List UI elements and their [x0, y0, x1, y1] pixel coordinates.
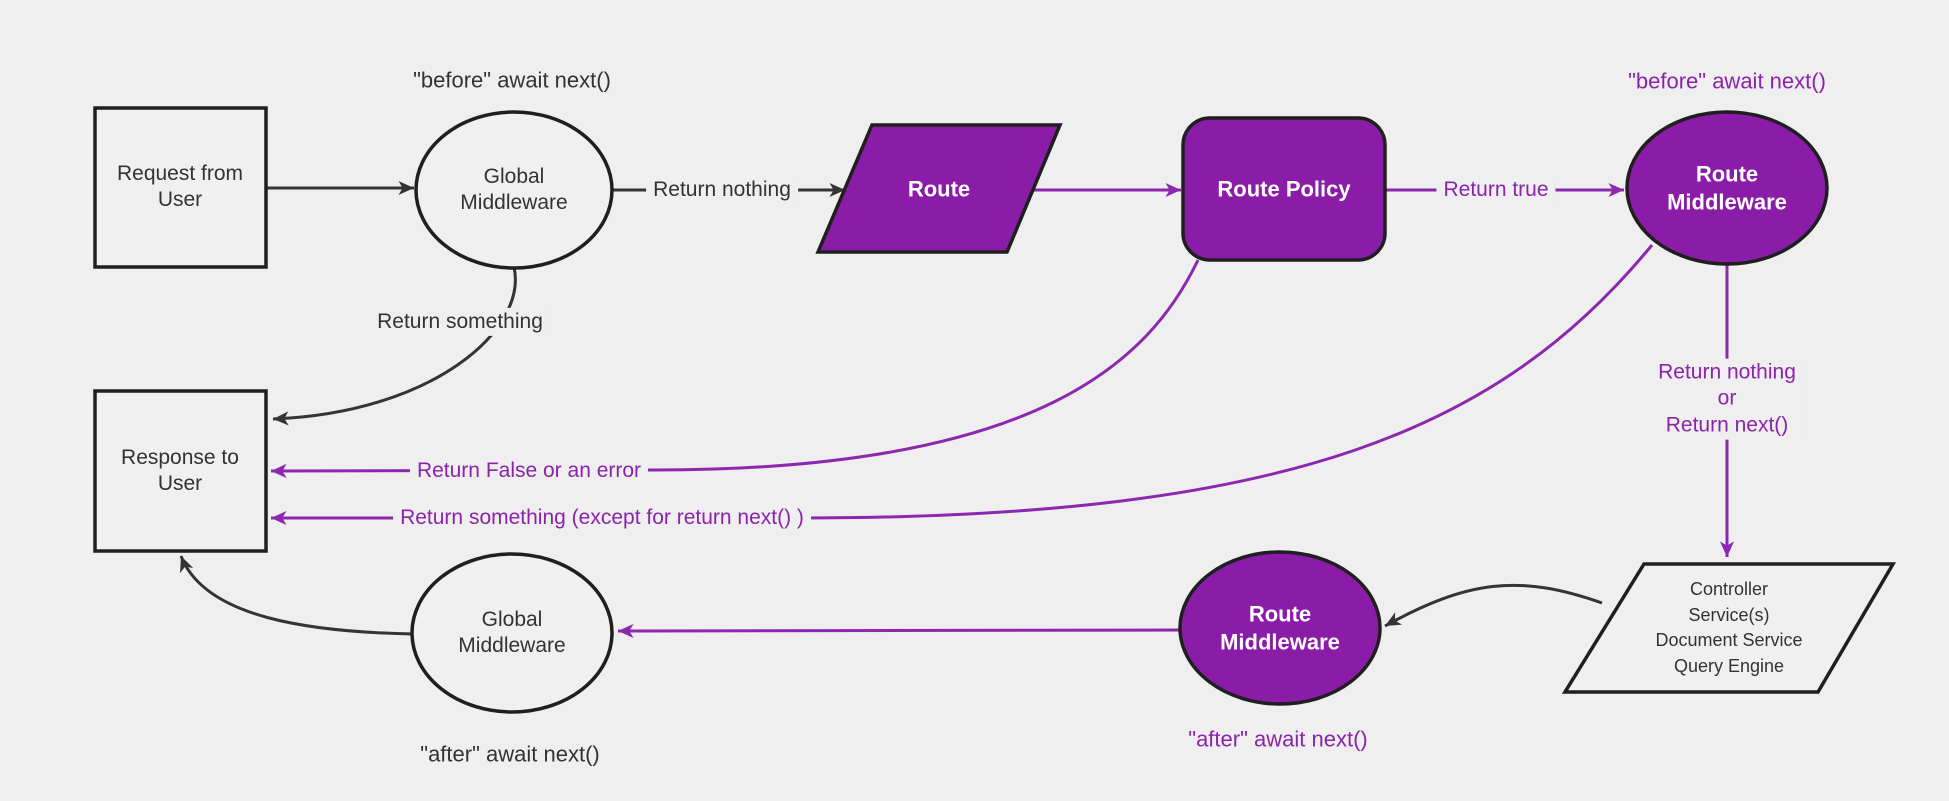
label-return-true: Return true [1436, 175, 1556, 205]
label-before-await-next-global: "before" await next() [413, 67, 611, 93]
edge-route-middleware-bottom-to-global-middleware-bottom [617, 623, 1181, 639]
edge-global-middleware-to-response [272, 266, 517, 426]
edge-route-policy-to-response [270, 259, 1200, 479]
node-route-shape [815, 123, 1063, 254]
node-route-label: Route [907, 176, 971, 202]
edge-global-middleware-bottom-to-response [179, 555, 414, 636]
label-after-await-next-global: "after" await next() [420, 741, 600, 767]
node-request-from-user-shape [93, 106, 268, 269]
edge-route-middleware-to-response [271, 244, 1654, 526]
node-request-from-user-label: Request from User [116, 161, 244, 211]
node-global-middleware-bottom-label: Global Middleware [458, 607, 566, 657]
node-global-middleware-bottom-shape [410, 552, 614, 714]
node-global-middleware-top-shape [414, 110, 614, 270]
node-controller-label: Controller Service(s) Document Service Q… [1655, 579, 1803, 676]
label-return-something-except: Return something (except for return next… [393, 503, 811, 533]
label-return-nothing-or-next: Return nothing or Return next() [1651, 358, 1803, 440]
node-route-policy-label: Route Policy [1217, 176, 1351, 202]
label-return-false-or-error: Return False or an error [409, 456, 649, 486]
label-return-something: Return something [370, 307, 550, 337]
node-response-to-user-shape [93, 389, 268, 553]
node-route-middleware-top-shape [1625, 110, 1829, 266]
label-after-await-next-route: "after" await next() [1188, 726, 1368, 752]
node-controller-shape [1561, 562, 1897, 694]
label-return-nothing: Return nothing [646, 175, 798, 205]
node-route-policy-shape [1181, 116, 1387, 262]
node-response-to-user-label: Response to User [121, 445, 239, 495]
node-route-middleware-top-label: Route Middleware [1667, 161, 1787, 215]
node-global-middleware-top-label: Global Middleware [460, 164, 568, 214]
label-before-await-next-route: "before" await next() [1628, 68, 1826, 94]
node-route-middleware-bottom-label: Route Middleware [1220, 601, 1340, 655]
edge-controller-to-route-middleware-bottom [1384, 583, 1603, 628]
node-route-middleware-bottom-shape [1178, 550, 1382, 706]
